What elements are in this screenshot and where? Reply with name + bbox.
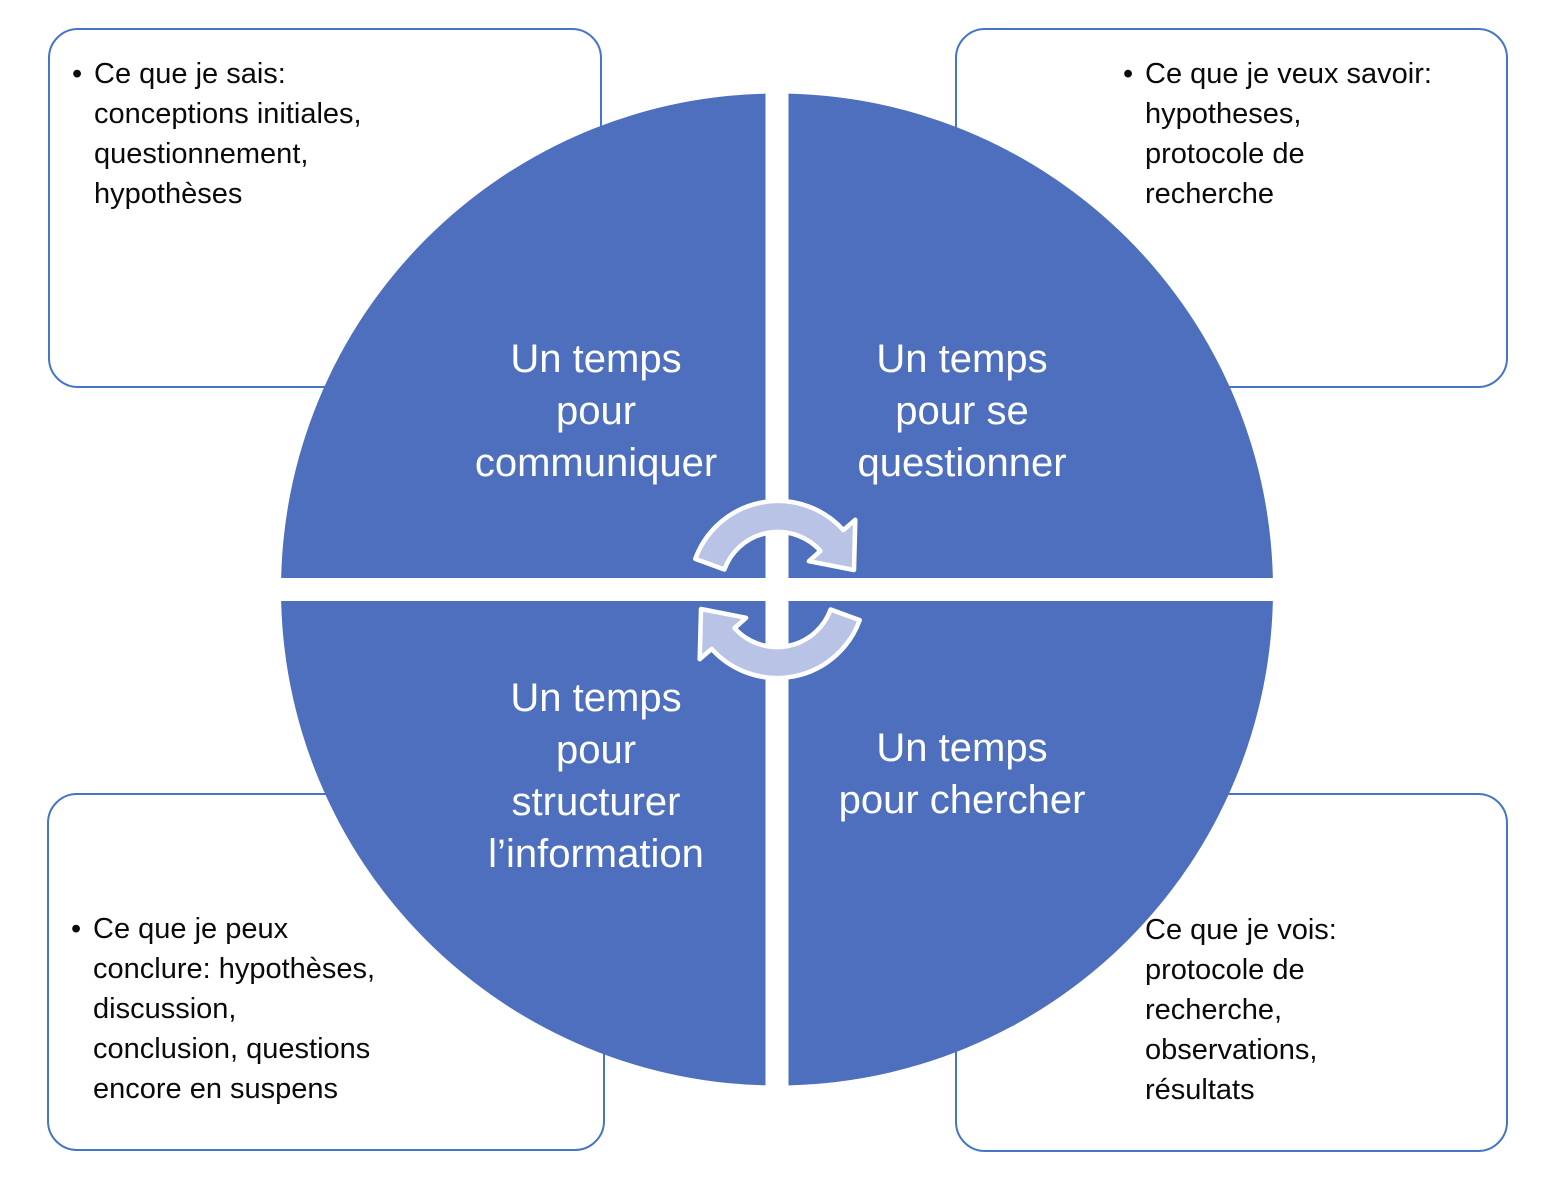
quadrant-label-se-questionner: Un temps pour se questionner (857, 337, 1067, 485)
note-text-top-right: Ce que je veux savoir: hypotheses, proto… (1145, 58, 1432, 210)
note-text-bottom-left: Ce que je peux conclure: hypothèses, dis… (93, 913, 376, 1105)
note-text-bottom-right: Ce que je vois: protocole de recherche, … (1145, 914, 1337, 1106)
bullet-icon: • (1123, 58, 1134, 90)
note-text-top-left: Ce que je sais: conceptions initiales, q… (94, 58, 362, 210)
clockwise-arrow-bottom-icon (697, 606, 862, 681)
bullet-icon: • (72, 58, 83, 90)
bullet-icon: • (71, 913, 82, 945)
cycle-arrows (693, 498, 862, 681)
quadrant-label-chercher: Un temps pour chercher (838, 726, 1086, 822)
note-content-bottom-left: • Ce que je peux conclure: hypothèses, d… (71, 909, 551, 1109)
quadrant-label-communiquer: Un temps pour communiquer (474, 337, 718, 485)
clockwise-arrow-top-icon (693, 498, 858, 573)
quadrant-gap-vertical (765, 86, 789, 1094)
note-content-top-left: • Ce que je sais: conceptions initiales,… (72, 54, 542, 214)
note-content-top-right: • Ce que je veux savoir: hypotheses, pro… (1123, 54, 1493, 214)
quadrant-label-structurer-information: Un temps pour structurer l’information (488, 676, 704, 876)
note-content-bottom-right: • Ce que je vois: protocole de recherche… (1123, 910, 1493, 1110)
